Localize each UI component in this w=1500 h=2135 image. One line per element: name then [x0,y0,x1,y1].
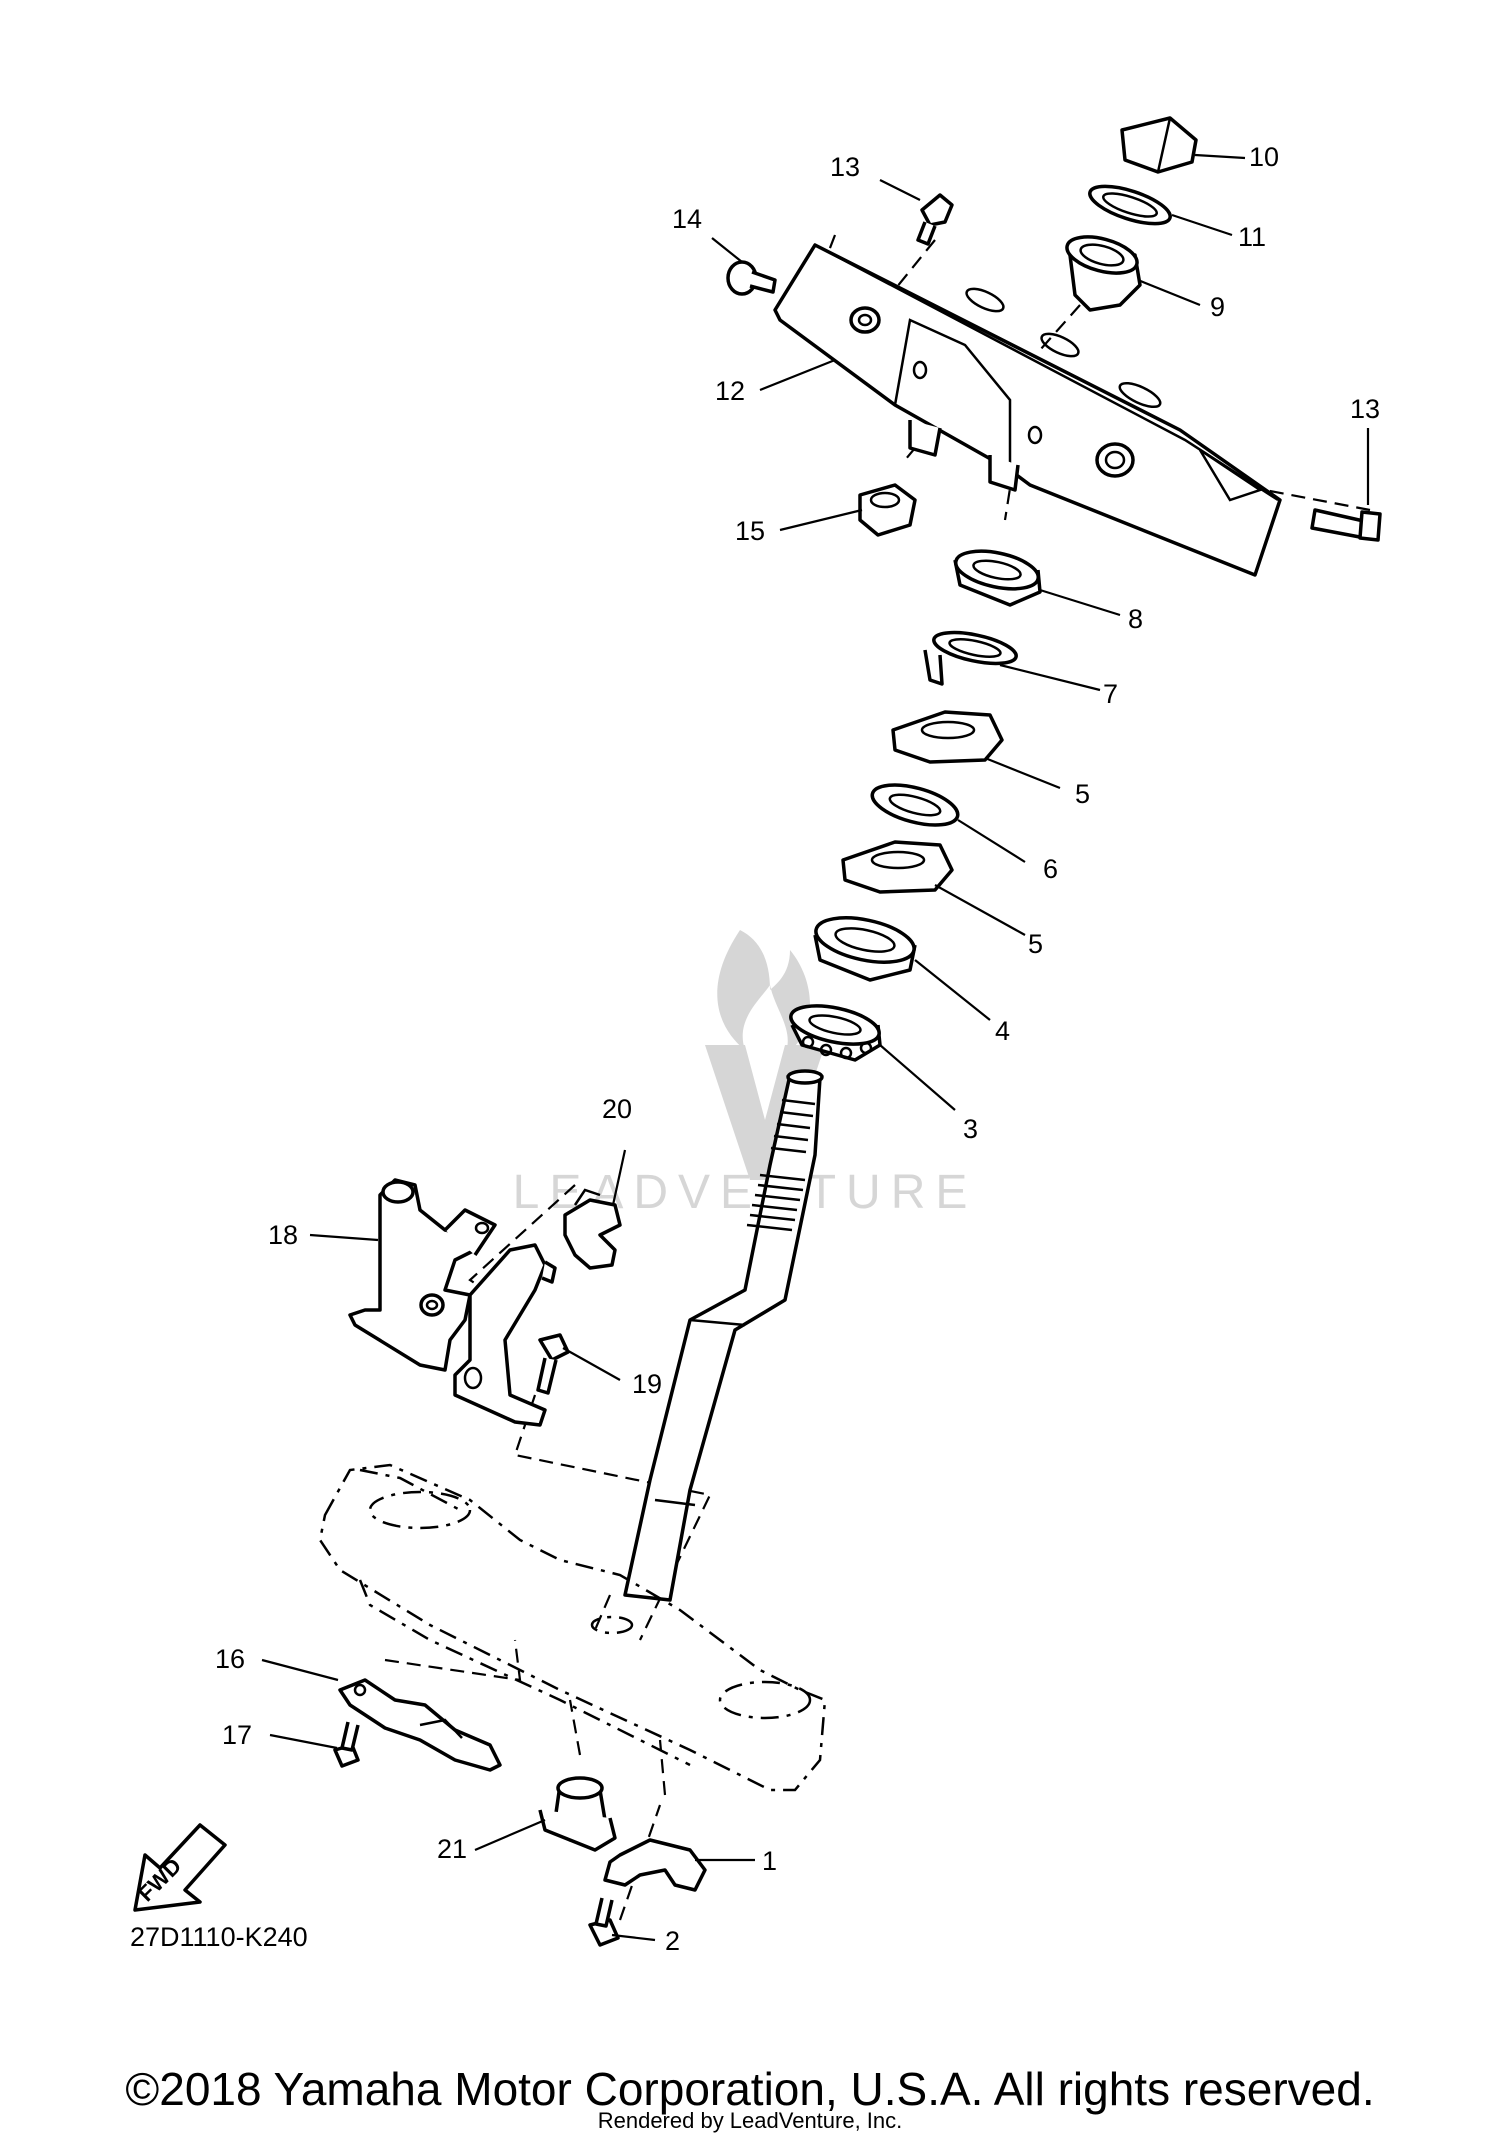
watermark-flame-icon [717,930,810,1055]
callout-15: 15 [735,516,765,546]
part-8-seal [953,549,1042,607]
part-2-bolt [588,1897,620,1947]
callout-13-top: 13 [830,152,860,182]
callout-19: 19 [632,1369,662,1399]
part-14-bolt [726,260,777,296]
part-21-collar [538,1776,617,1852]
part-3-bearing [789,1004,882,1062]
callout-16: 16 [215,1644,245,1674]
callout-4: 4 [995,1016,1010,1046]
part-19-bolt [536,1333,570,1395]
callout-8: 8 [1128,604,1143,634]
part-6-washer [870,783,960,827]
callout-17: 17 [222,1720,252,1750]
part-13-bolt-top [916,193,954,246]
callout-12: 12 [715,376,745,406]
part-10-cap-nut [1120,116,1198,174]
fwd-arrow-icon: FWD [133,1823,227,1912]
part-11-washer [1088,184,1172,226]
part-7-lock-washer [923,630,1018,686]
leadventure-watermark: LEADVENTURE [513,930,967,1219]
callout-10: 10 [1249,142,1279,172]
callout-14: 14 [672,204,702,234]
part-5-ring-nut-upper [891,710,1004,764]
callout-2: 2 [665,1926,680,1956]
part-9-collar [1065,235,1142,312]
callout-3: 3 [963,1114,978,1144]
callout-7: 7 [1103,679,1118,709]
callout-11: 11 [1238,222,1266,252]
callout-21: 21 [437,1834,467,1864]
part-15-nut [858,483,917,537]
rendered-by-credit: Rendered by LeadVenture, Inc. [598,2108,903,2133]
steering-stem [623,1069,824,1602]
callout-20: 20 [602,1094,632,1124]
copyright-notice: ©2018 Yamaha Motor Corporation, U.S.A. A… [125,2063,1374,2115]
callout-9: 9 [1210,292,1225,322]
part-16-plate [338,1678,502,1772]
part-12-upper-bracket [773,243,1282,577]
callout-18: 18 [268,1220,298,1250]
part-1-clamp [603,1838,707,1892]
drawing-code: 27D1110-K240 [130,1922,308,1952]
callout-labels: 10 11 9 13 14 12 13 15 8 7 5 6 5 4 3 20 … [215,142,1380,1956]
callout-6: 6 [1043,854,1058,884]
part-13-bolt-right [1310,508,1382,542]
callout-13-right: 13 [1350,394,1380,424]
under-bracket-ghost [318,1463,827,1792]
part-5-ring-nut-lower [841,840,954,894]
part-4-bearing-race [813,916,917,982]
callout-1: 1 [762,1846,777,1876]
part-17-bolt [333,1721,360,1768]
part-20-clamp [563,1188,622,1270]
part-18-bracket [348,1178,557,1427]
leader-lines [261,153,1370,1942]
callout-5-upper: 5 [1075,779,1090,809]
callout-5-lower: 5 [1028,929,1043,959]
